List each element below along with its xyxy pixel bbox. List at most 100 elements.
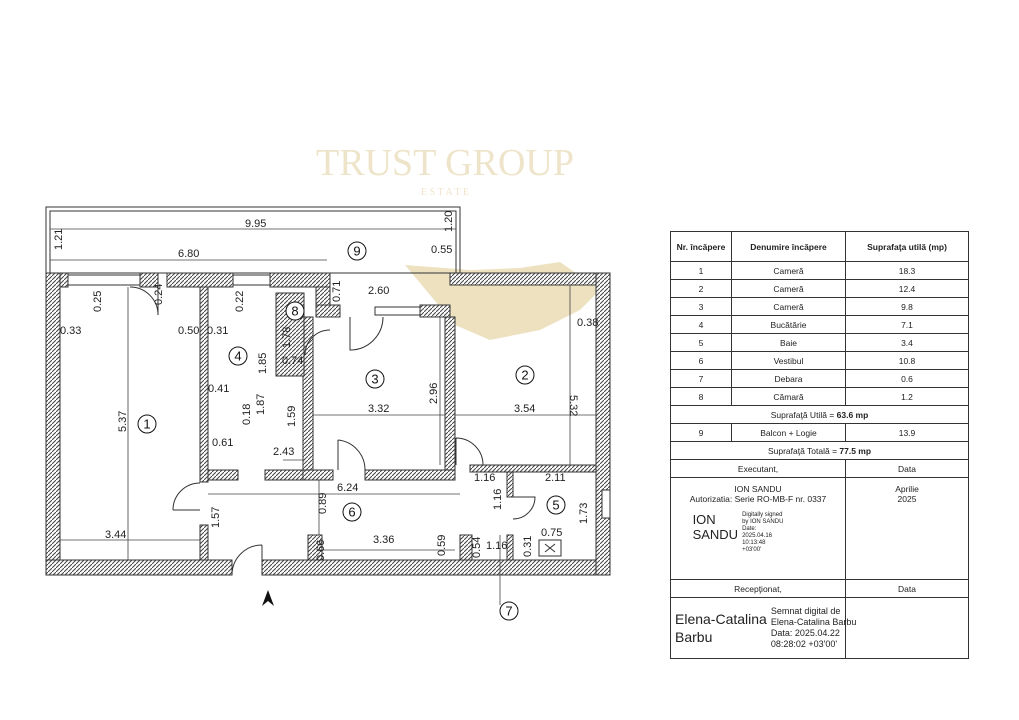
north-arrow-icon <box>262 590 274 606</box>
room-number: 1 <box>143 417 150 432</box>
dim-label: 0.66 <box>315 540 327 561</box>
sig2-detail: Data: 2025.04.22 <box>770 628 840 638</box>
dim-label: 0.41 <box>208 383 229 395</box>
cell-area: 9.8 <box>845 297 969 316</box>
shower-tray-icon <box>538 539 562 557</box>
sig1-name-2: SANDU <box>692 527 739 542</box>
executant-row: ION SANDU Autorizatia: Serie RO-MB-F nr.… <box>670 477 969 580</box>
dim-label: 0.31 <box>522 536 534 557</box>
cell-name: Cameră <box>731 261 846 280</box>
receptionat-data-label: Data <box>845 579 969 598</box>
dim-label: 0.55 <box>431 244 452 256</box>
cell-name: Baie <box>731 333 846 352</box>
room-number: 5 <box>552 498 559 513</box>
cell-name: Bucătărie <box>731 315 846 334</box>
cell-nr: 6 <box>670 351 732 370</box>
room-number-labels: 1 2 3 4 5 6 7 8 9 <box>143 244 559 619</box>
sig2-detail: 08:28:02 +03'00' <box>770 639 838 649</box>
dim-label: 9.95 <box>245 218 266 230</box>
dim-label: 1.20 <box>443 211 455 232</box>
sig1-name-1: ION <box>692 512 716 527</box>
table-header: Nr. încăpere Denumire încăpere Suprafaţa… <box>670 231 969 262</box>
dim-label: 6.24 <box>337 482 358 494</box>
dim-label: 0.25 <box>92 291 104 312</box>
dim-label: 2.43 <box>273 446 294 458</box>
total-area-row: Suprafaţă Totală = 77.5 mp <box>670 441 969 460</box>
cell-name: Debara <box>731 369 846 388</box>
watermark-sub: E S T A T E <box>421 187 469 198</box>
dim-label: 1.57 <box>210 507 222 528</box>
cell-area: 12.4 <box>845 279 969 298</box>
cell-name: Vestibul <box>731 351 846 370</box>
executant-header-row: Executant,Data <box>670 459 969 478</box>
watermark-brand: TRUST GROUP <box>316 142 574 184</box>
dim-label: 0.33 <box>60 325 81 337</box>
header-nr: Nr. încăpere <box>670 231 732 262</box>
dim-label: 0.71 <box>331 281 343 302</box>
data-label: Data <box>845 459 969 478</box>
sig2-name-2: Barbu <box>675 629 713 645</box>
balcony-outline <box>45 206 461 274</box>
cell-area: 18.3 <box>845 261 969 280</box>
executant-signature: ION SANDU Digitally signed by ION SANDU … <box>631 512 845 554</box>
cell-nr: 3 <box>670 297 732 316</box>
sig2-detail: Semnat digital de <box>770 606 841 616</box>
header-area: Suprafaţa utilă (mp) <box>845 231 969 262</box>
executant-label: Executant, <box>670 459 846 478</box>
util-label: Suprafaţă Utilă = <box>770 409 837 420</box>
dimension-lines <box>50 228 596 605</box>
cell-name: Cameră <box>731 279 846 298</box>
total-value: 77.5 mp <box>839 445 872 456</box>
receptionat-label: Recepţionat, <box>670 579 846 598</box>
sig1-detail: +03'00' <box>742 547 762 553</box>
total-label: Suprafaţă Totală = <box>767 445 840 456</box>
dim-label: 1.78 <box>281 327 293 348</box>
windows <box>67 274 611 519</box>
room-number: 6 <box>348 505 355 520</box>
dim-label: 0.54 <box>471 537 483 558</box>
cell-area: 7.1 <box>845 315 969 334</box>
executant-date-month: Aprilie <box>895 484 919 494</box>
room-number: 2 <box>521 368 528 383</box>
dim-label: 1.16 <box>492 489 504 510</box>
util-value: 63.6 mp <box>836 409 869 420</box>
cell-area: 3.4 <box>845 333 969 352</box>
room-number: 7 <box>505 604 512 619</box>
dimension-labels: 9.95 1.21 6.80 1.20 0.55 0.25 0.33 0.24 … <box>53 211 598 561</box>
cell-nr: 4 <box>670 315 732 334</box>
room-number: 3 <box>371 372 378 387</box>
dim-label: 1.16 <box>474 472 495 484</box>
dim-label: 0.18 <box>241 404 253 425</box>
dim-label: 0.50 <box>178 325 199 337</box>
watermark-logo: TRUST GROUP E S T A T E <box>316 142 600 340</box>
dim-label: 1.21 <box>53 229 65 250</box>
dim-label: 6.80 <box>178 248 199 260</box>
cell-name: Balcon + Logie <box>731 423 846 442</box>
sig1-detail: Date: <box>742 526 757 532</box>
dim-label: 5.32 <box>567 395 579 416</box>
cell-nr: 7 <box>670 369 732 388</box>
dim-label: 0.75 <box>541 527 562 539</box>
dim-label: 3.32 <box>368 403 389 415</box>
dim-label: 1.87 <box>255 394 267 415</box>
dim-label: 2.11 <box>545 472 566 484</box>
dim-label: 1.16 <box>486 540 507 552</box>
doors <box>129 286 536 576</box>
sig2-detail: Elena-Catalina Barbu <box>770 617 857 627</box>
dim-label: 5.37 <box>117 411 129 432</box>
room-area-table: Nr. încăpere Denumire încăpere Suprafaţa… <box>670 231 969 659</box>
sig1-detail: 2025.04.16 <box>742 533 773 539</box>
dim-label: 0.22 <box>234 291 246 312</box>
cell-name: Cameră <box>731 297 846 316</box>
room-numbers <box>137 241 566 621</box>
room-number: 8 <box>291 304 298 319</box>
cell-nr: 2 <box>670 279 732 298</box>
receptionat-row: Elena-Catalina Barbu Semnat digital de E… <box>670 597 969 659</box>
receptionat-header-row: Recepţionat,Data <box>670 579 969 598</box>
dim-label: 0.38 <box>577 317 598 329</box>
